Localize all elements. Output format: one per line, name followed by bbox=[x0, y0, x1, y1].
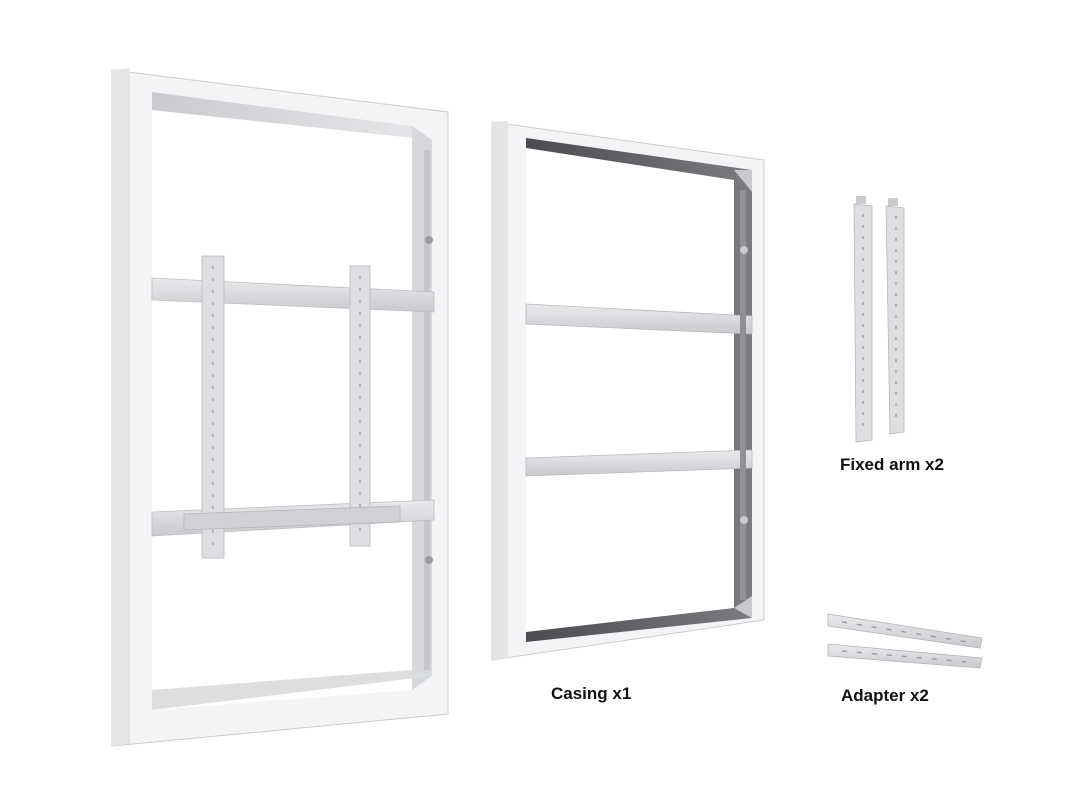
fixed-arm-caption: Fixed arm x2 bbox=[840, 455, 944, 474]
adapter-1 bbox=[827, 613, 983, 649]
casing-frame bbox=[491, 121, 765, 661]
fixed-arm-1 bbox=[853, 196, 873, 443]
fixed-arm-2 bbox=[885, 198, 905, 435]
assembled-frame bbox=[111, 68, 449, 747]
fixed-arms bbox=[853, 196, 905, 443]
adapter-caption: Adapter x2 bbox=[841, 686, 929, 705]
adapter-2 bbox=[827, 643, 983, 669]
mounting-bracket bbox=[183, 255, 401, 559]
adapters bbox=[827, 613, 983, 669]
casing-caption: Casing x1 bbox=[551, 684, 632, 703]
